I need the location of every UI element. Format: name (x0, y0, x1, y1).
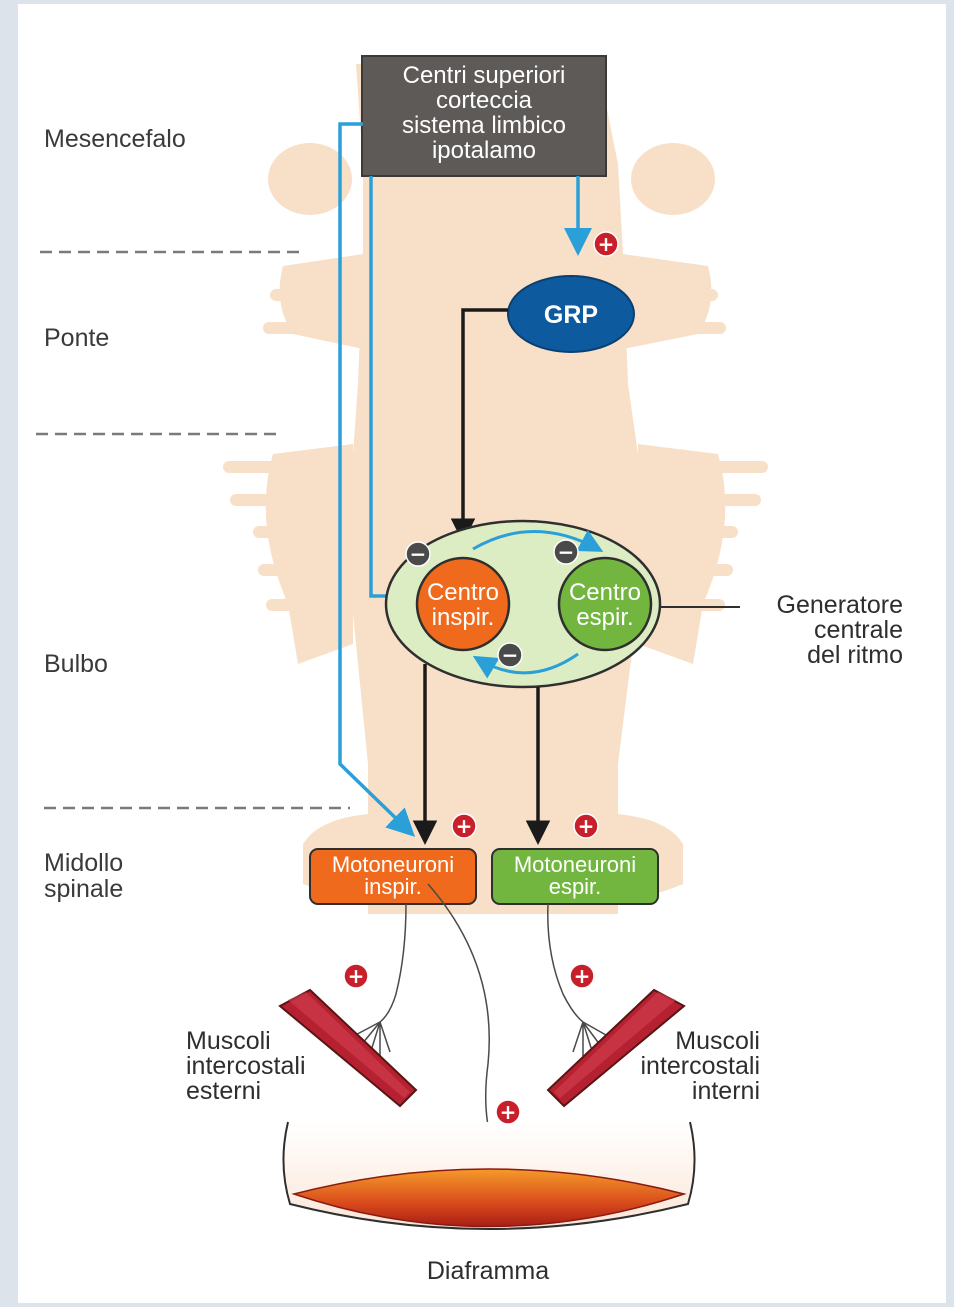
svg-text:−: − (410, 542, 427, 566)
grp-node: GRP (508, 276, 634, 352)
brainstem-shape (223, 64, 768, 914)
centro-inspir-line-1: Centro (427, 579, 499, 606)
moto-espir-line-2: espir. (549, 874, 602, 899)
region-label-spinale: spinale (44, 875, 123, 903)
diaframma-shape (283, 1122, 694, 1229)
muscoli-interni-line-2: intercostali (641, 1052, 761, 1080)
region-label-mesencefalo: Mesencefalo (44, 125, 186, 153)
svg-text:+: + (348, 964, 365, 988)
muscoli-intercostali-interni-shape (548, 990, 684, 1106)
muscoli-interni-line-1: Muscoli (675, 1027, 760, 1055)
motoneuroni-inspir-box: Motoneuroni inspir. (310, 849, 476, 904)
svg-text:−: − (558, 540, 575, 564)
generatore-line-3: del ritmo (807, 641, 903, 669)
centri-line-2: corteccia (436, 87, 533, 114)
muscoli-intercostali-esterni-shape (280, 990, 416, 1106)
centro-inspir-line-2: inspir. (432, 604, 495, 631)
centri-line-3: sistema limbico (402, 112, 566, 139)
motoneuroni-espir-box: Motoneuroni espir. (492, 849, 658, 904)
moto-inspir-line-2: inspir. (364, 874, 421, 899)
svg-text:+: + (456, 814, 473, 838)
centro-espir-line-2: espir. (576, 604, 633, 631)
region-label-bulbo: Bulbo (44, 650, 108, 678)
centri-line-4: ipotalamo (432, 137, 536, 164)
plus-sign-moto-espir: + (574, 814, 598, 838)
svg-text:+: + (500, 1100, 517, 1124)
muscoli-esterni-line-1: Muscoli (186, 1027, 271, 1055)
svg-text:−: − (502, 643, 519, 667)
svg-text:+: + (578, 814, 595, 838)
region-label-midollo: Midollo (44, 849, 123, 877)
respiratory-control-diagram: Mesencefalo Ponte Bulbo Midollo spinale … (18, 4, 946, 1303)
muscoli-interni-line-3: interni (692, 1077, 760, 1105)
muscoli-esterni-line-3: esterni (186, 1077, 261, 1105)
centri-line-1: Centri superiori (403, 62, 566, 89)
region-label-ponte: Ponte (44, 324, 109, 352)
svg-text:+: + (598, 232, 615, 256)
plus-sign-grp: + (594, 232, 618, 256)
generatore-line-2: centrale (814, 616, 903, 644)
diaframma-label: Diaframma (427, 1257, 549, 1285)
svg-text:+: + (574, 964, 591, 988)
grp-label: GRP (544, 301, 598, 329)
centri-superiori-box: Centri superiori corteccia sistema limbi… (362, 56, 606, 176)
plus-sign-muscoli-interni: + (570, 964, 594, 988)
minus-sign-left: − (406, 542, 430, 566)
generatore-line-1: Generatore (777, 591, 903, 619)
plus-sign-moto-inspir: + (452, 814, 476, 838)
centro-espir-line-1: Centro (569, 579, 641, 606)
muscoli-esterni-line-2: intercostali (186, 1052, 306, 1080)
plus-sign-muscoli-esterni: + (344, 964, 368, 988)
minus-sign-bottom: − (498, 643, 522, 667)
minus-sign-top: − (554, 540, 578, 564)
figure-frame: Mesencefalo Ponte Bulbo Midollo spinale … (18, 4, 946, 1303)
plus-sign-diaframma: + (496, 1100, 520, 1124)
